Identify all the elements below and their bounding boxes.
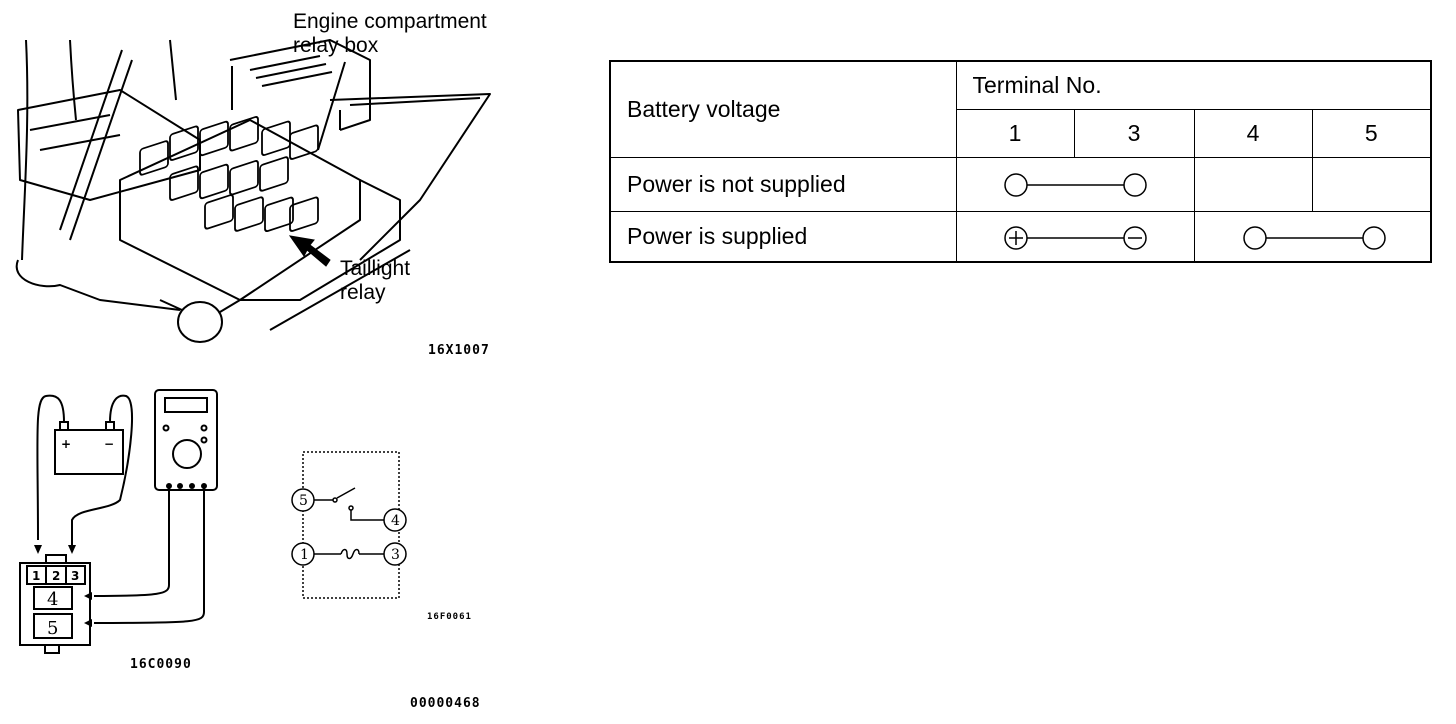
battery-plus-sign: + bbox=[61, 437, 71, 451]
connector-terminal-2: 2 bbox=[52, 569, 60, 583]
terminal-no-header: Terminal No. bbox=[955, 60, 1432, 110]
terminal-1-circle bbox=[1003, 172, 1028, 197]
continuity-1-3-cell bbox=[955, 156, 1195, 212]
relay-box-illustration bbox=[15, 39, 491, 343]
connector-terminal-3: 3 bbox=[71, 569, 79, 583]
terminal-3-circle bbox=[1122, 172, 1147, 197]
relay-box-label-line1: Engine compartment bbox=[293, 10, 487, 33]
connector-terminal-1: 1 bbox=[32, 569, 40, 583]
battery-1-3-cell bbox=[955, 210, 1195, 263]
battery-icon bbox=[54, 429, 124, 475]
schematic-terminal-5: 5 bbox=[299, 493, 308, 509]
multimeter-icon bbox=[154, 389, 218, 491]
connector-terminal-4: 4 bbox=[47, 589, 58, 610]
schematic-terminal-1: 1 bbox=[300, 547, 309, 563]
table-row: Power is supplied bbox=[609, 210, 1432, 263]
condition-not-supplied: Power is not supplied bbox=[609, 156, 957, 212]
page-code: 00000468 bbox=[410, 696, 481, 711]
continuity-1-3 bbox=[1003, 172, 1147, 197]
condition-supplied: Power is supplied bbox=[609, 210, 957, 263]
table-row: Power is not supplied bbox=[609, 156, 1432, 212]
connector-terminal-5: 5 bbox=[47, 618, 58, 639]
battery-1-3 bbox=[1003, 225, 1147, 250]
empty-cell bbox=[1311, 156, 1432, 212]
taillight-label-line2: relay bbox=[340, 281, 386, 304]
relay-box-label-line2: relay box bbox=[293, 34, 379, 57]
relay-box-label: Engine compartment relay box bbox=[293, 10, 487, 58]
schematic-terminal-4: 4 bbox=[391, 513, 400, 529]
taillight-label-line1: Taillight bbox=[340, 257, 411, 280]
terminal-header-1: 1 bbox=[955, 108, 1075, 158]
terminal-5-circle bbox=[1361, 225, 1386, 250]
empty-cell bbox=[1193, 156, 1313, 212]
test-circuit-figure-code: 16C0090 bbox=[130, 657, 192, 672]
terminal-continuity-table: Battery voltage Terminal No. 1 3 4 5 Pow… bbox=[609, 60, 1433, 263]
terminal-header-5: 5 bbox=[1311, 108, 1432, 158]
taillight-relay-label: Taillight relay bbox=[340, 257, 410, 305]
continuity-4-5-cell bbox=[1193, 210, 1432, 263]
schematic-terminal-3: 3 bbox=[391, 547, 400, 563]
terminal-header-3: 3 bbox=[1073, 108, 1195, 158]
relay-schematic: 5 4 1 3 bbox=[291, 451, 407, 599]
test-circuit-illustration: + − 1 2 3 4 5 bbox=[19, 389, 218, 654]
terminal-header-4: 4 bbox=[1193, 108, 1313, 158]
relay-box-figure-code: 16X1007 bbox=[428, 343, 490, 358]
taillight-pointer-arrow bbox=[288, 235, 331, 267]
continuity-4-5 bbox=[1242, 225, 1386, 250]
relay-schematic-figure-code: 16F0061 bbox=[427, 612, 472, 622]
terminal-4-circle bbox=[1242, 225, 1267, 250]
battery-minus-sign: − bbox=[104, 437, 114, 451]
battery-voltage-header: Battery voltage bbox=[609, 60, 957, 158]
